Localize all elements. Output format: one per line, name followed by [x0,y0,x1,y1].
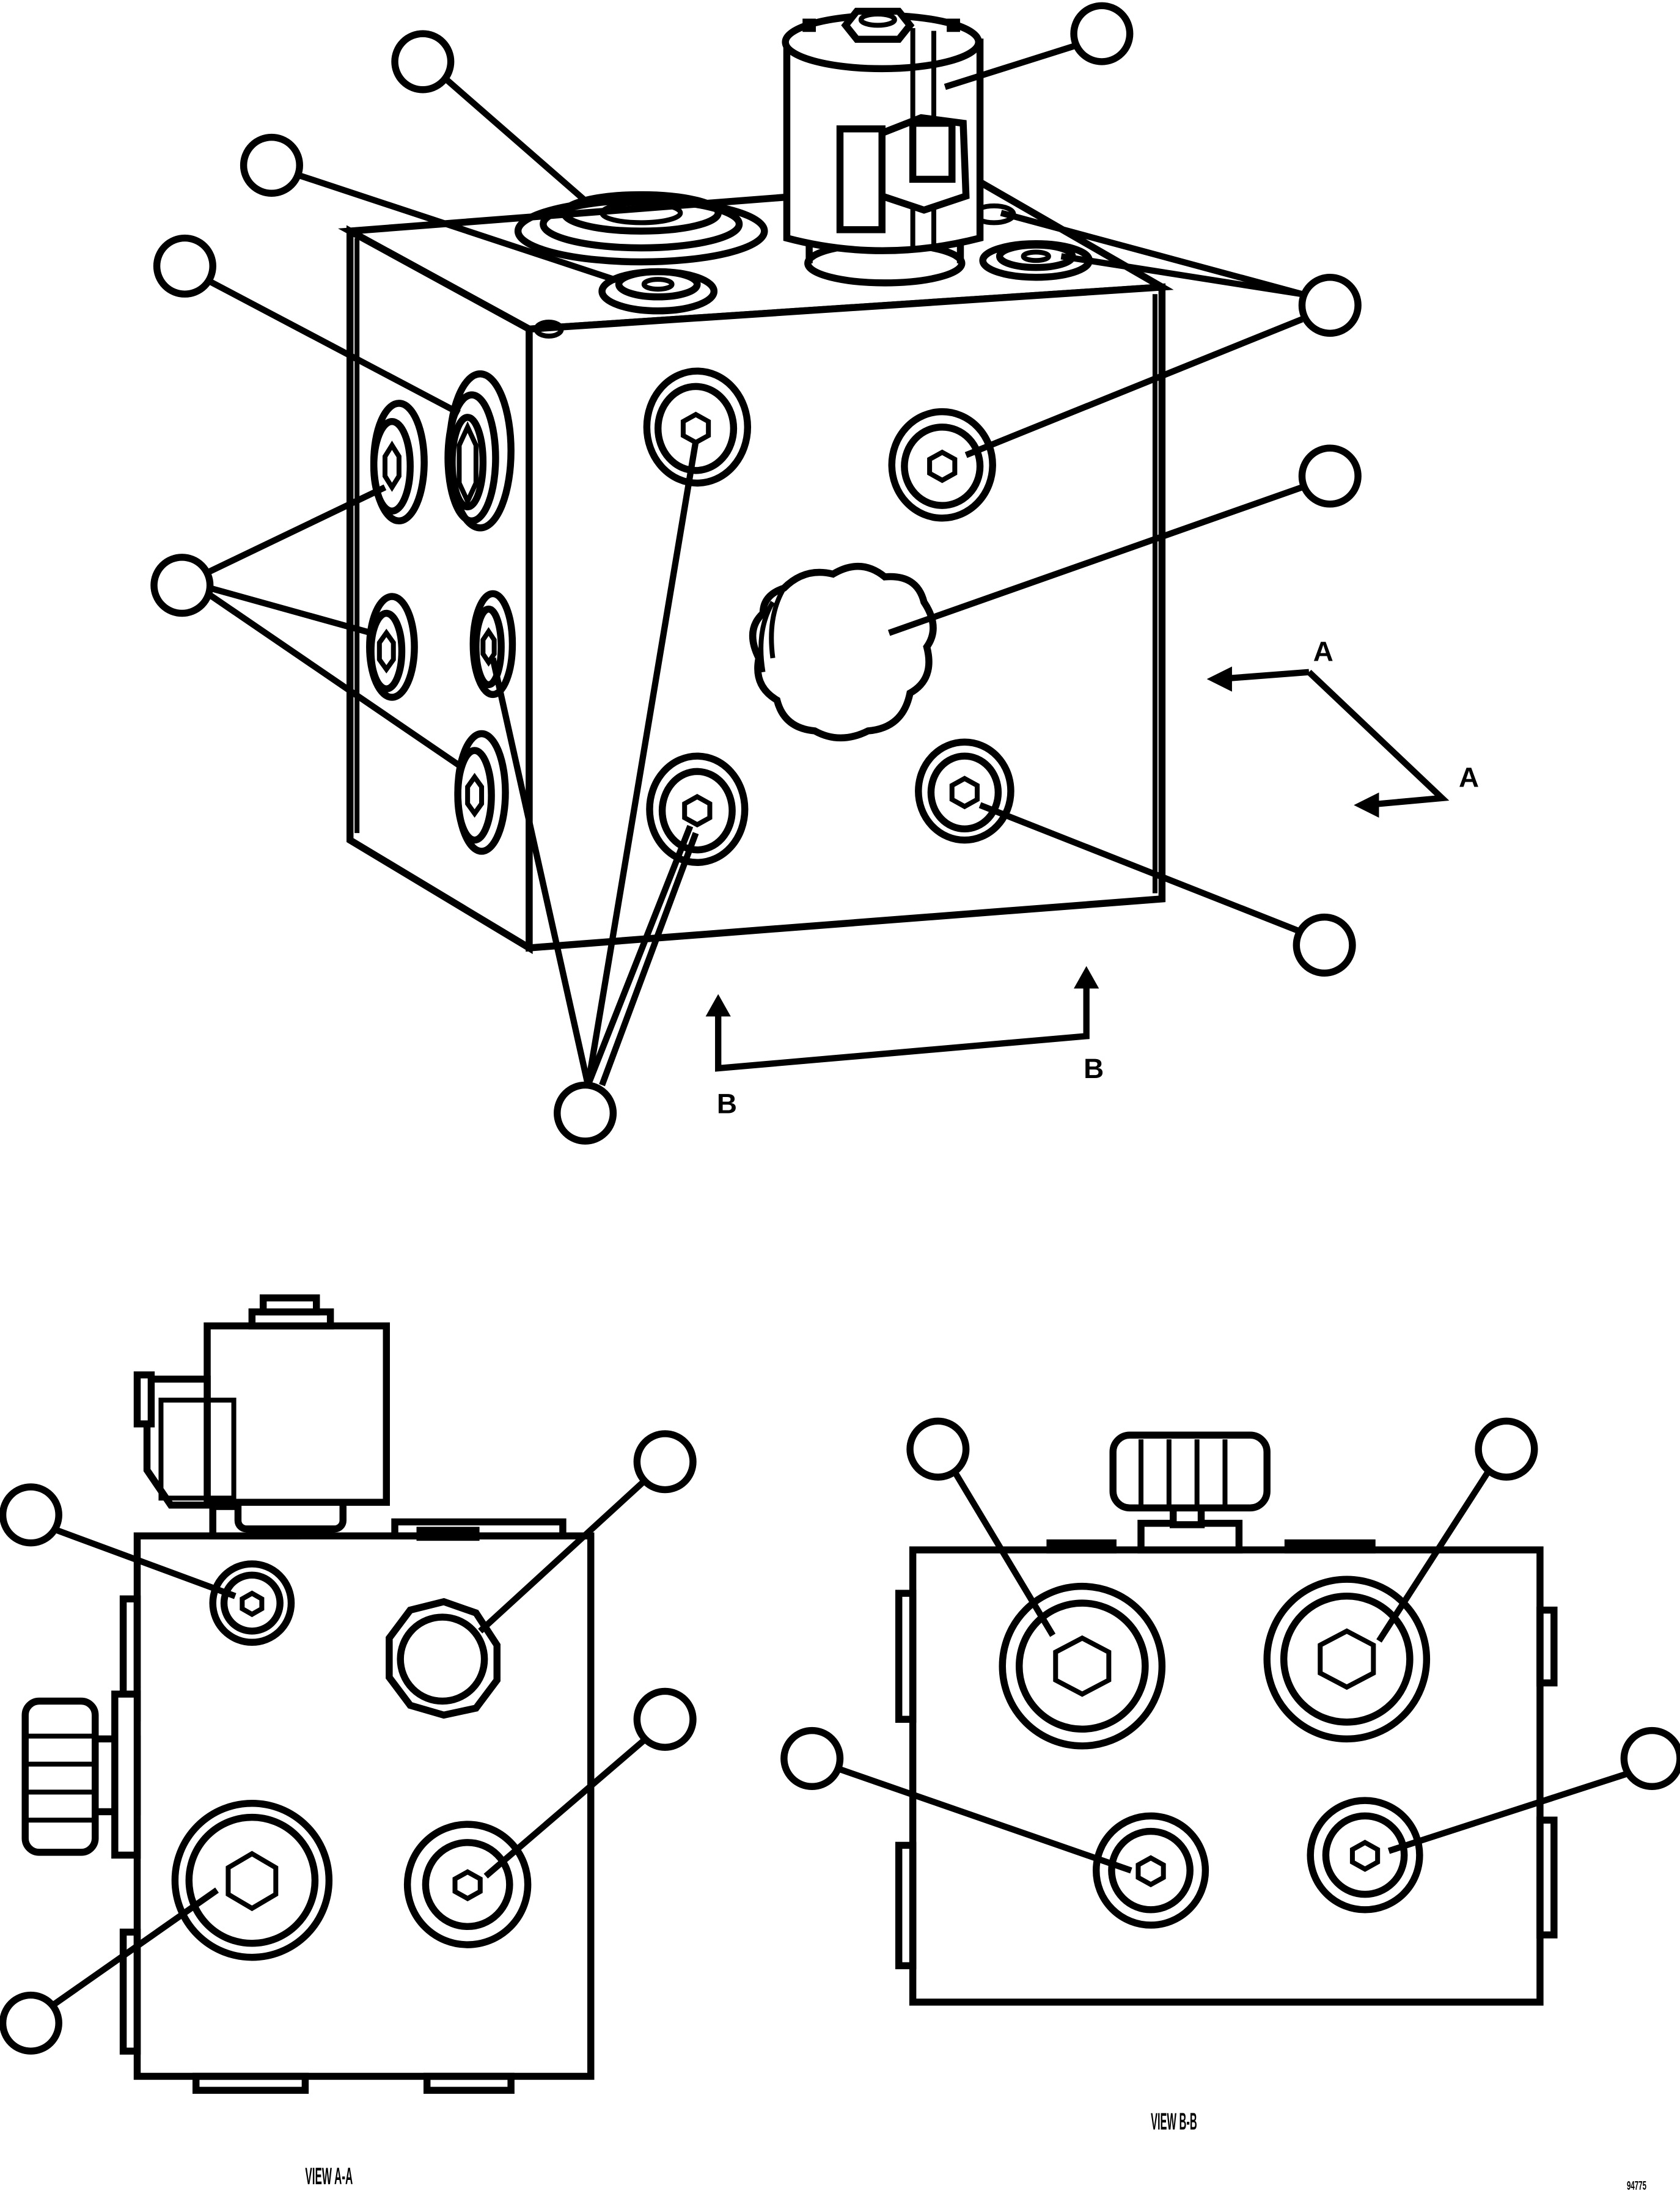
view-aa-plug-bottom-left [171,1799,333,1961]
balloon [633,1430,697,1494]
view-aa: VIEW A-A [0,1294,697,2190]
block-left-face [346,225,533,955]
balloon [780,1726,844,1790]
balloon [0,1991,62,2055]
balloon [633,1687,697,1751]
balloon [906,1417,970,1481]
balloon [153,234,216,298]
balloon [391,30,455,94]
view-bb-plug-top-right [1263,1576,1431,1743]
view-aa-plug-top-left [209,1560,295,1646]
view-bb-plug-bottom-right [1307,1797,1423,1913]
view-bb-title: VIEW B-B [1151,2108,1197,2135]
solenoid-valve [782,7,984,287]
balloon [1293,913,1356,977]
section-mark-b-right: B [1084,1053,1104,1084]
balloon [1298,444,1362,508]
section-mark-a-lower: A [1459,762,1479,793]
left-face-plug-1 [370,400,428,525]
balloon [1620,1726,1680,1790]
section-a-arrows: A A [1206,636,1479,818]
balloon [554,1081,617,1145]
view-bb: VIEW B-B [780,1417,1680,2135]
view-bb-plug-top-left [999,1582,1166,1750]
left-face-plug-2 [366,593,418,701]
balloon [0,1483,62,1547]
section-mark-b-left: B [717,1088,737,1119]
view-aa-plug-top-right [386,1598,501,1719]
balloon [1070,2,1134,65]
section-mark-a-upper: A [1313,636,1333,667]
view-aa-block [133,1532,595,2080]
view-aa-title: VIEW A-A [305,2163,353,2190]
iso-leader-lines [205,42,1304,1087]
balloon [1298,273,1362,337]
drawing-number: 94775 [1627,2179,1646,2193]
front-plug-top-right [888,408,996,522]
view-bb-plug-bottom-left [1092,1812,1209,1929]
top-small-plug [598,268,718,315]
adjustment-knob [749,563,937,742]
front-plug-bottom-right [915,738,1014,844]
section-b-arrows: B B [705,966,1104,1119]
top-port-plug [514,191,768,266]
left-face-large-plug [444,370,515,532]
iso-balloons [150,2,1362,1145]
left-face-plug-4 [454,730,509,855]
front-plug-bottom-left [646,752,749,867]
isometric-view: A A B B [150,2,1479,1145]
view-bb-block [909,1546,1544,2006]
balloon [150,554,214,617]
left-face-plug-3 [469,590,516,699]
balloon [1475,1417,1538,1481]
balloon [240,133,303,197]
view-aa-plug-bottom-right [403,1821,532,1948]
